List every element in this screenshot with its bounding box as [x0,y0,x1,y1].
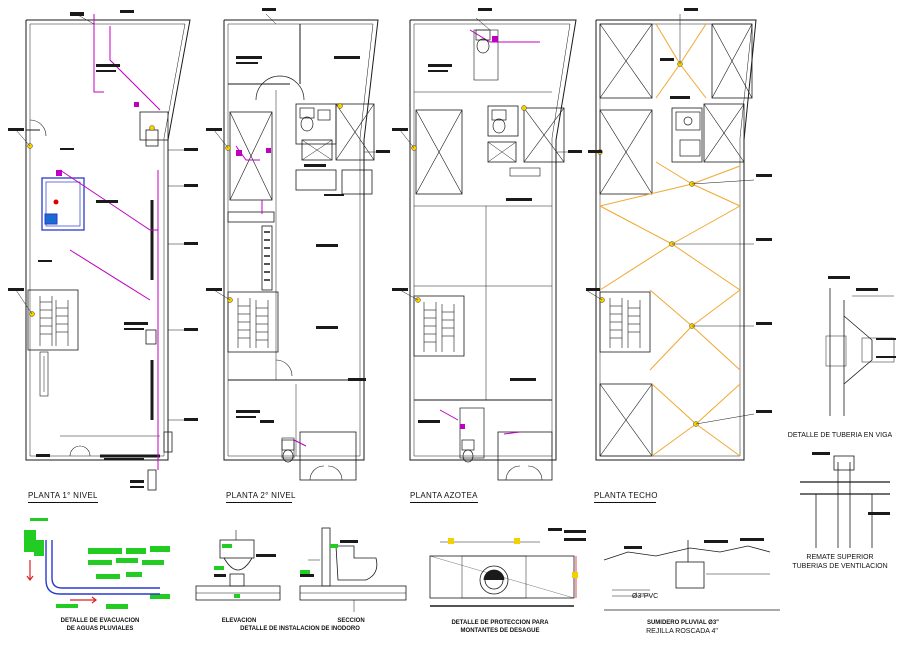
plan-2-nivel [223,19,379,481]
caption-tuberia-viga: DETALLE DE TUBERIA EN VIGA [787,432,893,439]
plan-techo [595,19,757,461]
caption-proteccion-line2: MONTANTES DE DESAGUE [460,628,540,634]
plan-title-2-nivel: PLANTA 2° NIVEL [226,491,296,500]
proteccion-yellow-marks [448,538,578,578]
detail-proteccion-montantes [429,541,577,607]
plan-title-underline [594,502,656,503]
evacuacion-arrows [26,560,97,604]
evacuacion-pipe [45,540,160,595]
plan-title-underline [410,502,478,503]
detail-tuberia-viga [825,288,895,416]
plan-title-underline [28,502,98,503]
evacuacion-green-tags [24,518,310,609]
detail-inodoro-seccion [299,527,407,612]
plan-title-azotea: PLANTA AZOTEA [410,491,478,500]
leader-lines [15,13,755,425]
plan-title-techo: PLANTA TECHO [594,491,658,500]
caption-sumidero-line2: REJILLA ROSCADA 4" [646,628,718,635]
caption-remate-line1: REMATE SUPERIOR [806,554,874,561]
detail-inodoro-elevacion [195,530,281,601]
inodoro-green-marks [222,544,338,598]
caption-elevacion: ELEVACION [221,618,257,624]
caption-proteccion-line1: DETALLE DE PROTECCION PARA [451,620,549,626]
caption-evacuacion-line2: DE AGUAS PLUVIALES [66,626,134,632]
caption-inodoro: DETALLE DE INSTALACION DE INODORO [240,626,360,632]
callout-tags [8,8,896,577]
plan-title-underline [226,502,292,503]
detail-sumidero [603,540,780,611]
plan-title-1-nivel: PLANTA 1° NIVEL [28,491,98,500]
label-sumidero-pipe: Ø3"PVC [632,593,659,600]
caption-remate-line2: TUBERIAS DE VENTILACION [792,563,888,570]
caption-sumidero-line1: SUMIDERO PLUVIAL Ø3" [646,620,720,626]
techo-slope-lines [599,23,741,457]
plan-azotea [409,19,577,481]
detail-remate-ventilacion [800,455,890,548]
fixtures [281,29,701,463]
plan-1-nivel [25,19,191,491]
caption-evacuacion-line1: DETALLE DE EVACUACION [60,618,140,624]
caption-seccion: SECCION [337,618,365,624]
drain-points [27,61,699,427]
pipe-markers [56,36,498,429]
